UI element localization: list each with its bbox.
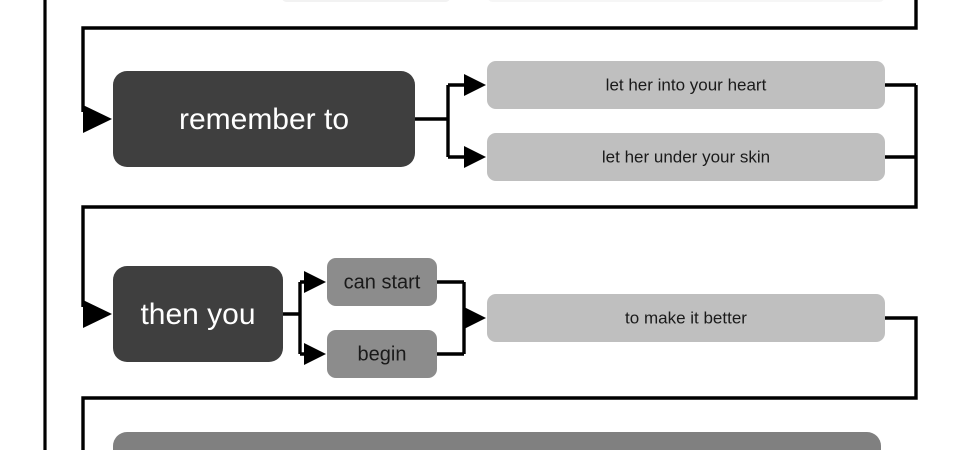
node-to-make-it-better[interactable]: to make it better <box>487 294 885 342</box>
node-begin-label: begin <box>358 343 407 365</box>
connector-then-you-fanout <box>283 280 310 356</box>
node-let-her-under-your-skin-label: let her under your skin <box>602 147 770 166</box>
arrowhead-into-can-start <box>304 271 326 293</box>
node-remember-to-label: remember to <box>179 103 349 136</box>
connector-remember-to-fanout <box>415 83 470 159</box>
arrowhead-into-remember-to <box>83 105 112 133</box>
node-then-you[interactable]: then you <box>113 266 283 362</box>
node-let-her-into-your-heart[interactable]: let her into your heart <box>487 61 885 109</box>
cut-node-top-right <box>488 0 884 2</box>
node-let-her-under-your-skin[interactable]: let her under your skin <box>487 133 885 181</box>
connector-top-return <box>81 0 918 112</box>
cut-node-bottom[interactable] <box>113 432 881 450</box>
node-then-you-label: then you <box>140 298 255 331</box>
arrowhead-into-skin-option <box>464 146 486 168</box>
arrowhead-into-begin <box>304 343 326 365</box>
arrowhead-into-heart-option <box>464 74 486 96</box>
connector-start-begin-merge <box>437 280 470 356</box>
node-to-make-it-better-label: to make it better <box>625 308 747 327</box>
arrowhead-into-then-you <box>83 300 112 328</box>
cut-node-top-left <box>282 0 450 2</box>
node-can-start-label: can start <box>344 271 421 293</box>
arrowhead-into-make-it-better <box>464 307 486 329</box>
node-begin[interactable]: begin <box>327 330 437 378</box>
connector-make-it-better-return <box>81 316 918 450</box>
node-can-start[interactable]: can start <box>327 258 437 306</box>
node-let-her-into-your-heart-label: let her into your heart <box>606 75 767 94</box>
node-remember-to[interactable]: remember to <box>113 71 415 167</box>
connector-remember-to-merge <box>81 83 918 307</box>
